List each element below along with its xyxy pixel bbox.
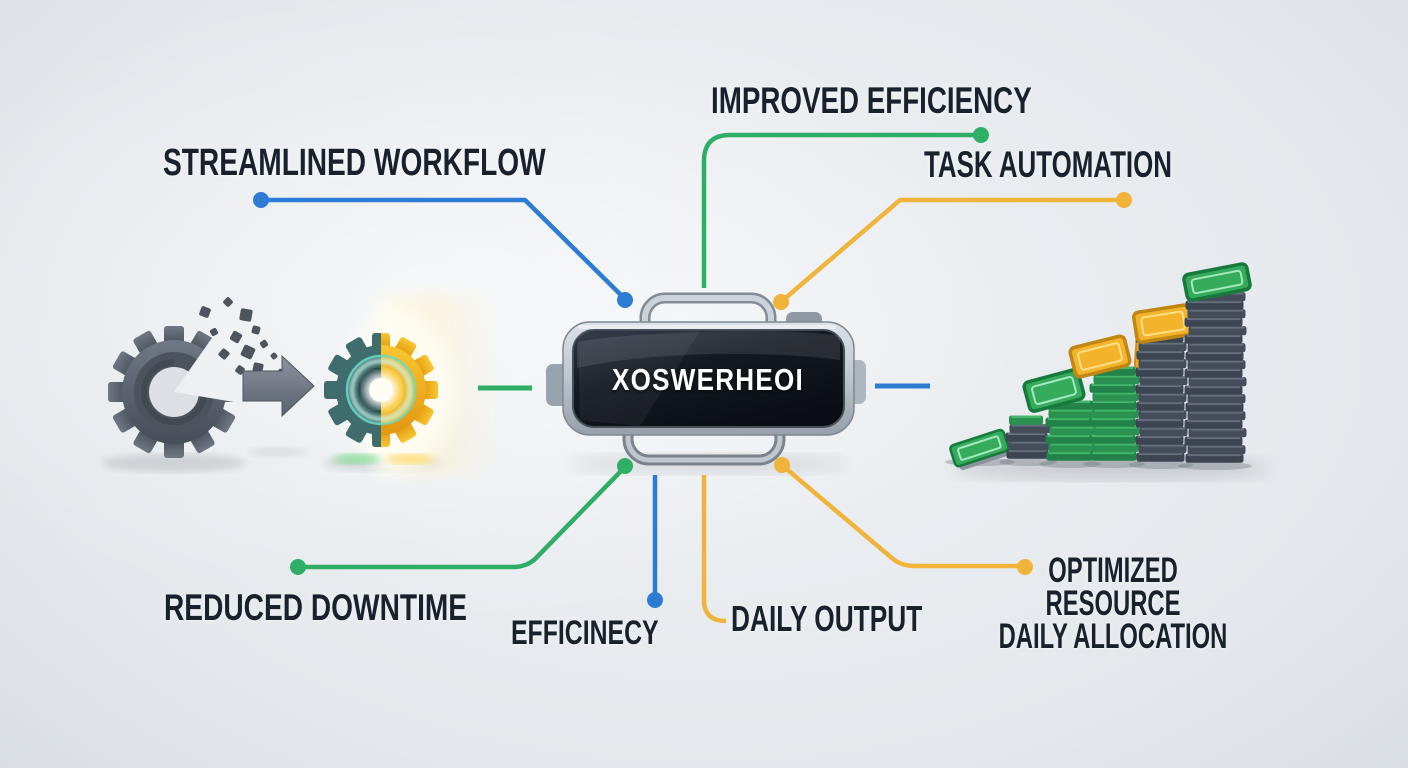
- connector-improved-line: [701, 132, 981, 288]
- connector-streamlined-line: [261, 197, 627, 301]
- label-optimized-line2: RESOURCE: [1045, 584, 1181, 623]
- top-card: [1131, 303, 1195, 344]
- connector-dot: [617, 458, 633, 474]
- label-daily-output: DAILY OUTPUT: [731, 598, 923, 639]
- connector-daily-output-line: [701, 475, 727, 624]
- connector-dot: [1017, 559, 1033, 575]
- device-screen-label: XOSWERHEOI: [611, 362, 805, 397]
- label-efficiency: EFFICINECY: [511, 614, 659, 652]
- connector-task-line: [780, 197, 1124, 303]
- optimized-glowing-gear-icon: [324, 333, 438, 447]
- connector-dot: [973, 127, 989, 143]
- connector-optimized-line: [781, 464, 1023, 569]
- label-streamlined-workflow: STREAMLINED WORKFLOW: [163, 142, 546, 184]
- label-optimized-line3: DAILY ALLOCATION: [998, 617, 1228, 656]
- connector-dot: [773, 294, 789, 310]
- growth-stack: [1022, 368, 1101, 468]
- connector-reduced-line: [300, 465, 627, 570]
- connectors: [261, 132, 1124, 624]
- connector-dot: [774, 457, 790, 473]
- connector-dot: [290, 559, 306, 575]
- top-card: [1068, 334, 1132, 379]
- growth-stacks-icon: [945, 262, 1252, 470]
- transform-arrow-icon: [242, 354, 315, 418]
- connector-dot: [617, 292, 633, 308]
- label-improved-efficiency: IMPROVED EFFICIENCY: [711, 80, 1032, 121]
- top-card: [1022, 368, 1086, 413]
- label-optimized-resource: OPTIMIZED RESOURCE DAILY ALLOCATION: [998, 551, 1228, 656]
- growth-stack: [1178, 262, 1252, 470]
- device-illustration: [546, 292, 866, 466]
- label-optimized-line1: OPTIMIZED: [1048, 551, 1178, 590]
- label-reduced-downtime: REDUCED DOWNTIME: [164, 587, 468, 628]
- growth-stack: [1068, 326, 1157, 468]
- connector-dot: [253, 192, 269, 208]
- connector-dot: [1116, 192, 1132, 208]
- growth-stack: [999, 415, 1057, 466]
- connector-dot: [647, 592, 663, 608]
- growth-stack: [1129, 303, 1195, 469]
- top-card: [1182, 262, 1252, 302]
- broken-gear-icon: [108, 297, 285, 458]
- connector-dots: [253, 127, 1132, 608]
- label-task-automation: TASK AUTOMATION: [924, 144, 1172, 185]
